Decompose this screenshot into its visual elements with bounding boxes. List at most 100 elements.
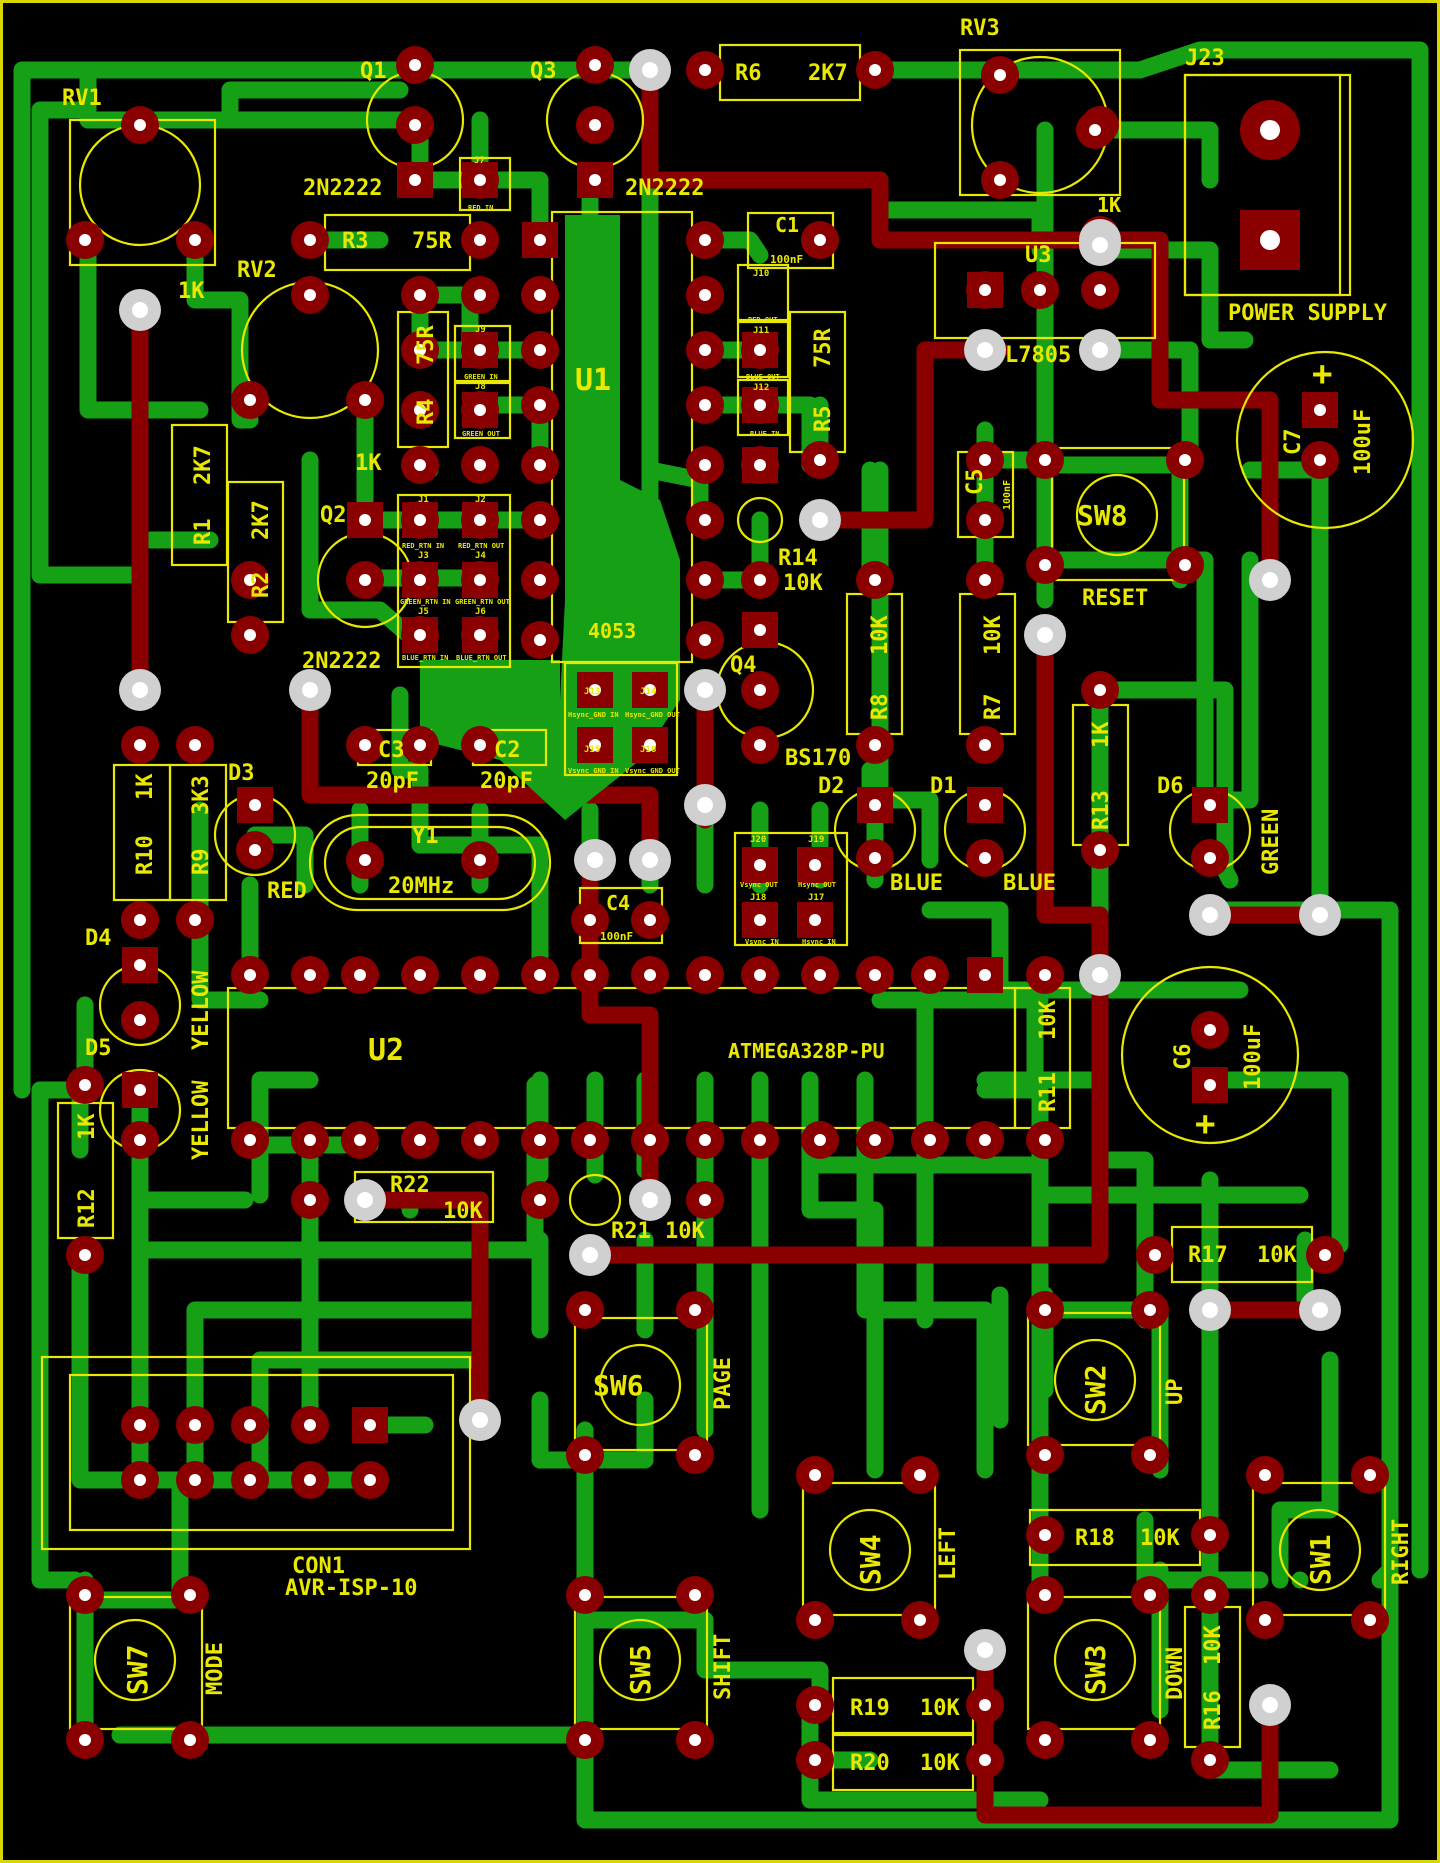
drill-146 [1039,1589,1051,1601]
via-hole-8 [1037,627,1053,643]
sw3-ring [1053,1618,1137,1702]
label-j16: J16 [640,745,656,755]
drill-157 [689,1734,701,1746]
label-c7-plus: + [1312,354,1332,394]
label-j13: J13 [584,687,600,697]
label-blue-out: BLUE OUT [746,373,780,381]
drill-3 [304,289,316,301]
label-j9: J9 [475,325,486,335]
label-q4: Q4 [730,653,757,678]
drill-128 [1149,1249,1161,1261]
drill-19 [474,234,486,246]
drill-sq-13 [979,969,991,981]
label-c5: C5 [963,469,988,496]
sw4-ring [828,1508,912,1592]
drill-sq-15 [364,1419,376,1431]
drill-sq-1 [589,174,601,186]
label-r10-value: 1K [133,773,158,800]
label-r16: R16 [1201,1690,1226,1730]
r21-ring [568,1173,622,1227]
label-r10: R10 [133,835,158,875]
drill-52 [754,574,766,586]
label-j11: J11 [753,326,769,336]
label-y1: Y1 [412,824,439,849]
drill-59 [1094,284,1106,296]
drill-sq-19 [414,514,426,526]
drill-89 [474,739,486,751]
label-shift: SHIFT [711,1634,736,1700]
label-sw5: SW5 [624,1644,657,1695]
pads-layer [66,46,1389,1779]
sw4-outline [801,1481,937,1617]
label-red-rtn-out: RED_RTN OUT [458,542,504,550]
label-c3-value: 20pF [366,769,419,794]
drill-sq-10 [1204,799,1216,811]
drill-66 [869,574,881,586]
u3-outline [933,241,1157,340]
label-r20: R20 [850,1751,890,1776]
drill-171 [189,1474,201,1486]
via-hole-0 [642,62,658,78]
drill-149 [1144,1734,1156,1746]
drill-78 [134,1014,146,1026]
via-hole-7 [812,512,828,528]
drill-139 [914,1469,926,1481]
drill-sq-7 [249,799,261,811]
sw7-ring [93,1618,177,1702]
drill-sq-6 [754,624,766,636]
drill-145 [1364,1614,1376,1626]
label-r3: R3 [342,229,369,254]
drill-60 [979,454,991,466]
label-red-in: RED IN [468,204,493,212]
label-c6-plus: + [1195,1104,1215,1144]
drill-90 [359,854,371,866]
via-hole-23 [1262,1697,1278,1713]
label-c2: C2 [494,738,521,763]
drill-156 [579,1734,591,1746]
drill-161 [1204,1754,1216,1766]
label-r5: R5 [811,406,836,433]
drill-97 [414,969,426,981]
label-r8-value: 10K [868,615,893,655]
label-r6: R6 [735,61,762,86]
drill-24 [414,404,426,416]
label-c7-value: 100uF [1351,409,1376,475]
drill-106 [924,969,936,981]
label-q4-type: BS170 [785,746,851,771]
label-rv2-value: 1K [355,451,382,476]
drill-14 [589,119,601,131]
drill-108 [304,1134,316,1146]
drill-67 [869,739,881,751]
label-j23: J23 [1185,46,1225,71]
drill-116 [754,1134,766,1146]
drill-46 [699,514,711,526]
label-r11: R11 [1036,1072,1061,1112]
label-d6: D6 [1157,774,1184,799]
sw1-outline [1251,1481,1387,1617]
drill-95 [304,969,316,981]
label-u2: U2 [368,1033,404,1068]
via-hole-3 [302,682,318,698]
label-j5: J5 [418,607,429,617]
copper-pour [420,215,680,820]
label-q2: Q2 [320,503,347,528]
drill-sq-9 [979,799,991,811]
drill-160 [1204,1589,1216,1601]
r14-ring [736,496,784,544]
drill-110 [414,1134,426,1146]
drill-61 [979,514,991,526]
drill-118 [869,1134,881,1146]
label-r9: R9 [189,849,214,876]
drill-126 [534,1194,546,1206]
label-l7805: L7805 [1005,343,1071,368]
via-hole-5 [1092,342,1108,358]
drill-115 [699,1134,711,1146]
label-sw6: SW6 [593,1369,644,1402]
drill-83 [189,914,201,926]
label-right: RIGHT [1389,1519,1414,1585]
drill-68 [979,574,991,586]
drill-134 [1039,1304,1051,1316]
sw5-ring [598,1618,682,1702]
drill-34 [534,289,546,301]
label-r13-value: 1K [1089,721,1114,748]
